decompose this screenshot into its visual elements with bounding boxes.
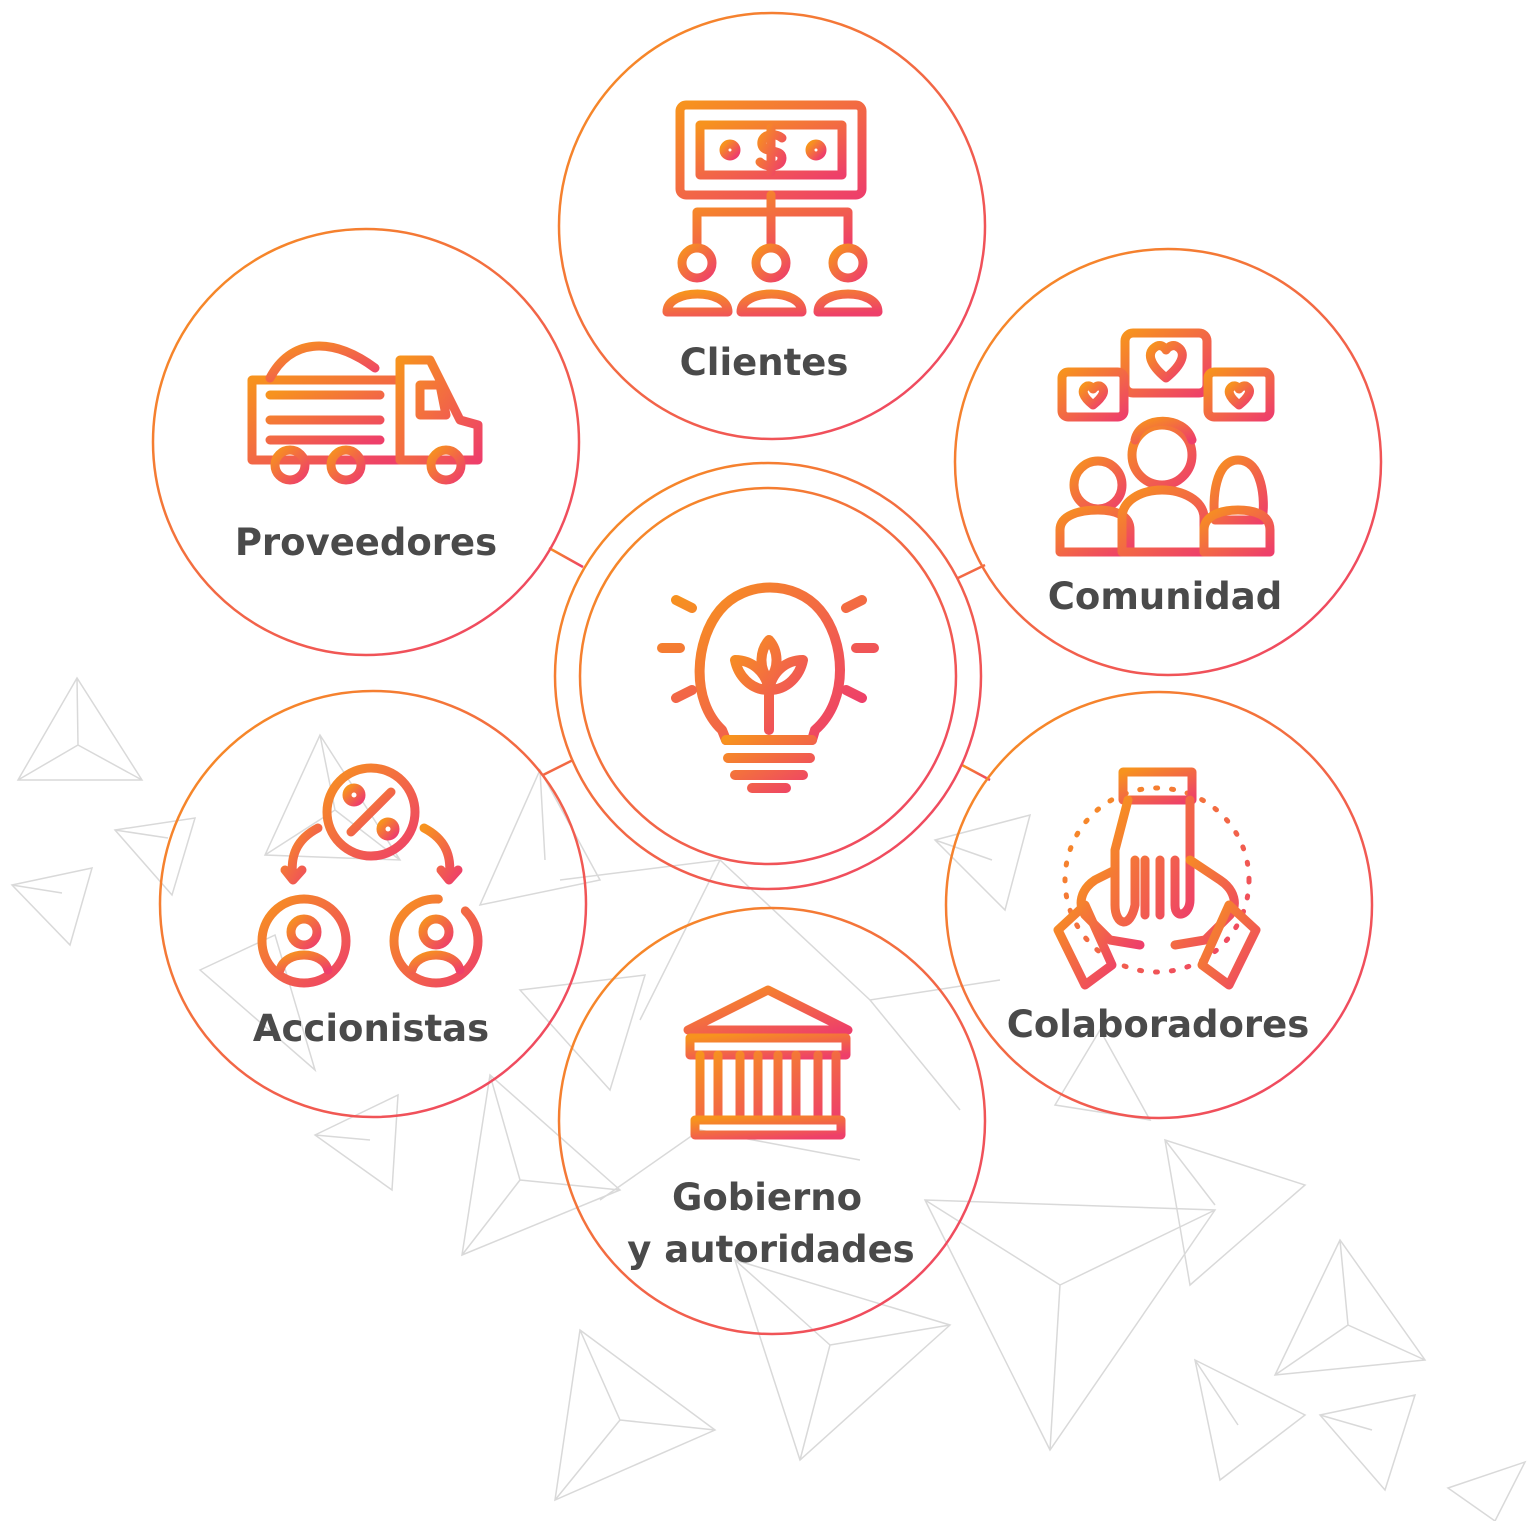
stacked-hands-icon bbox=[1053, 767, 1261, 990]
background-pattern bbox=[10, 676, 1527, 1521]
clientes-label: Clientes bbox=[679, 341, 849, 384]
gobierno-label-line1: Gobierno bbox=[671, 1176, 863, 1219]
lightbulb-plant-icon bbox=[657, 582, 879, 793]
comunidad-label: Comunidad bbox=[1047, 575, 1283, 618]
clientes-circle[interactable] bbox=[557, 11, 987, 441]
proveedores-circle[interactable] bbox=[151, 227, 581, 657]
center-inner-ring bbox=[578, 486, 958, 866]
accionistas-label: Accionistas bbox=[252, 1007, 490, 1050]
dump-truck-icon bbox=[247, 340, 483, 485]
colaboradores-label: Colaboradores bbox=[1006, 1003, 1310, 1046]
money-network-icon bbox=[662, 100, 883, 317]
colaboradores-circle[interactable] bbox=[944, 690, 1374, 1120]
proveedores-label: Proveedores bbox=[234, 521, 498, 564]
government-building-icon bbox=[683, 985, 853, 1153]
gobierno-label-line2: y autoridades bbox=[627, 1228, 915, 1271]
connector-lines bbox=[542, 439, 991, 908]
gobierno-circle[interactable] bbox=[557, 906, 987, 1336]
comunidad-circle[interactable] bbox=[953, 247, 1383, 677]
percentage-shareholders-icon bbox=[257, 763, 483, 988]
accionistas-circle[interactable] bbox=[158, 689, 588, 1119]
center-outer-ring bbox=[553, 461, 983, 891]
community-hearts-icon bbox=[1055, 328, 1275, 557]
